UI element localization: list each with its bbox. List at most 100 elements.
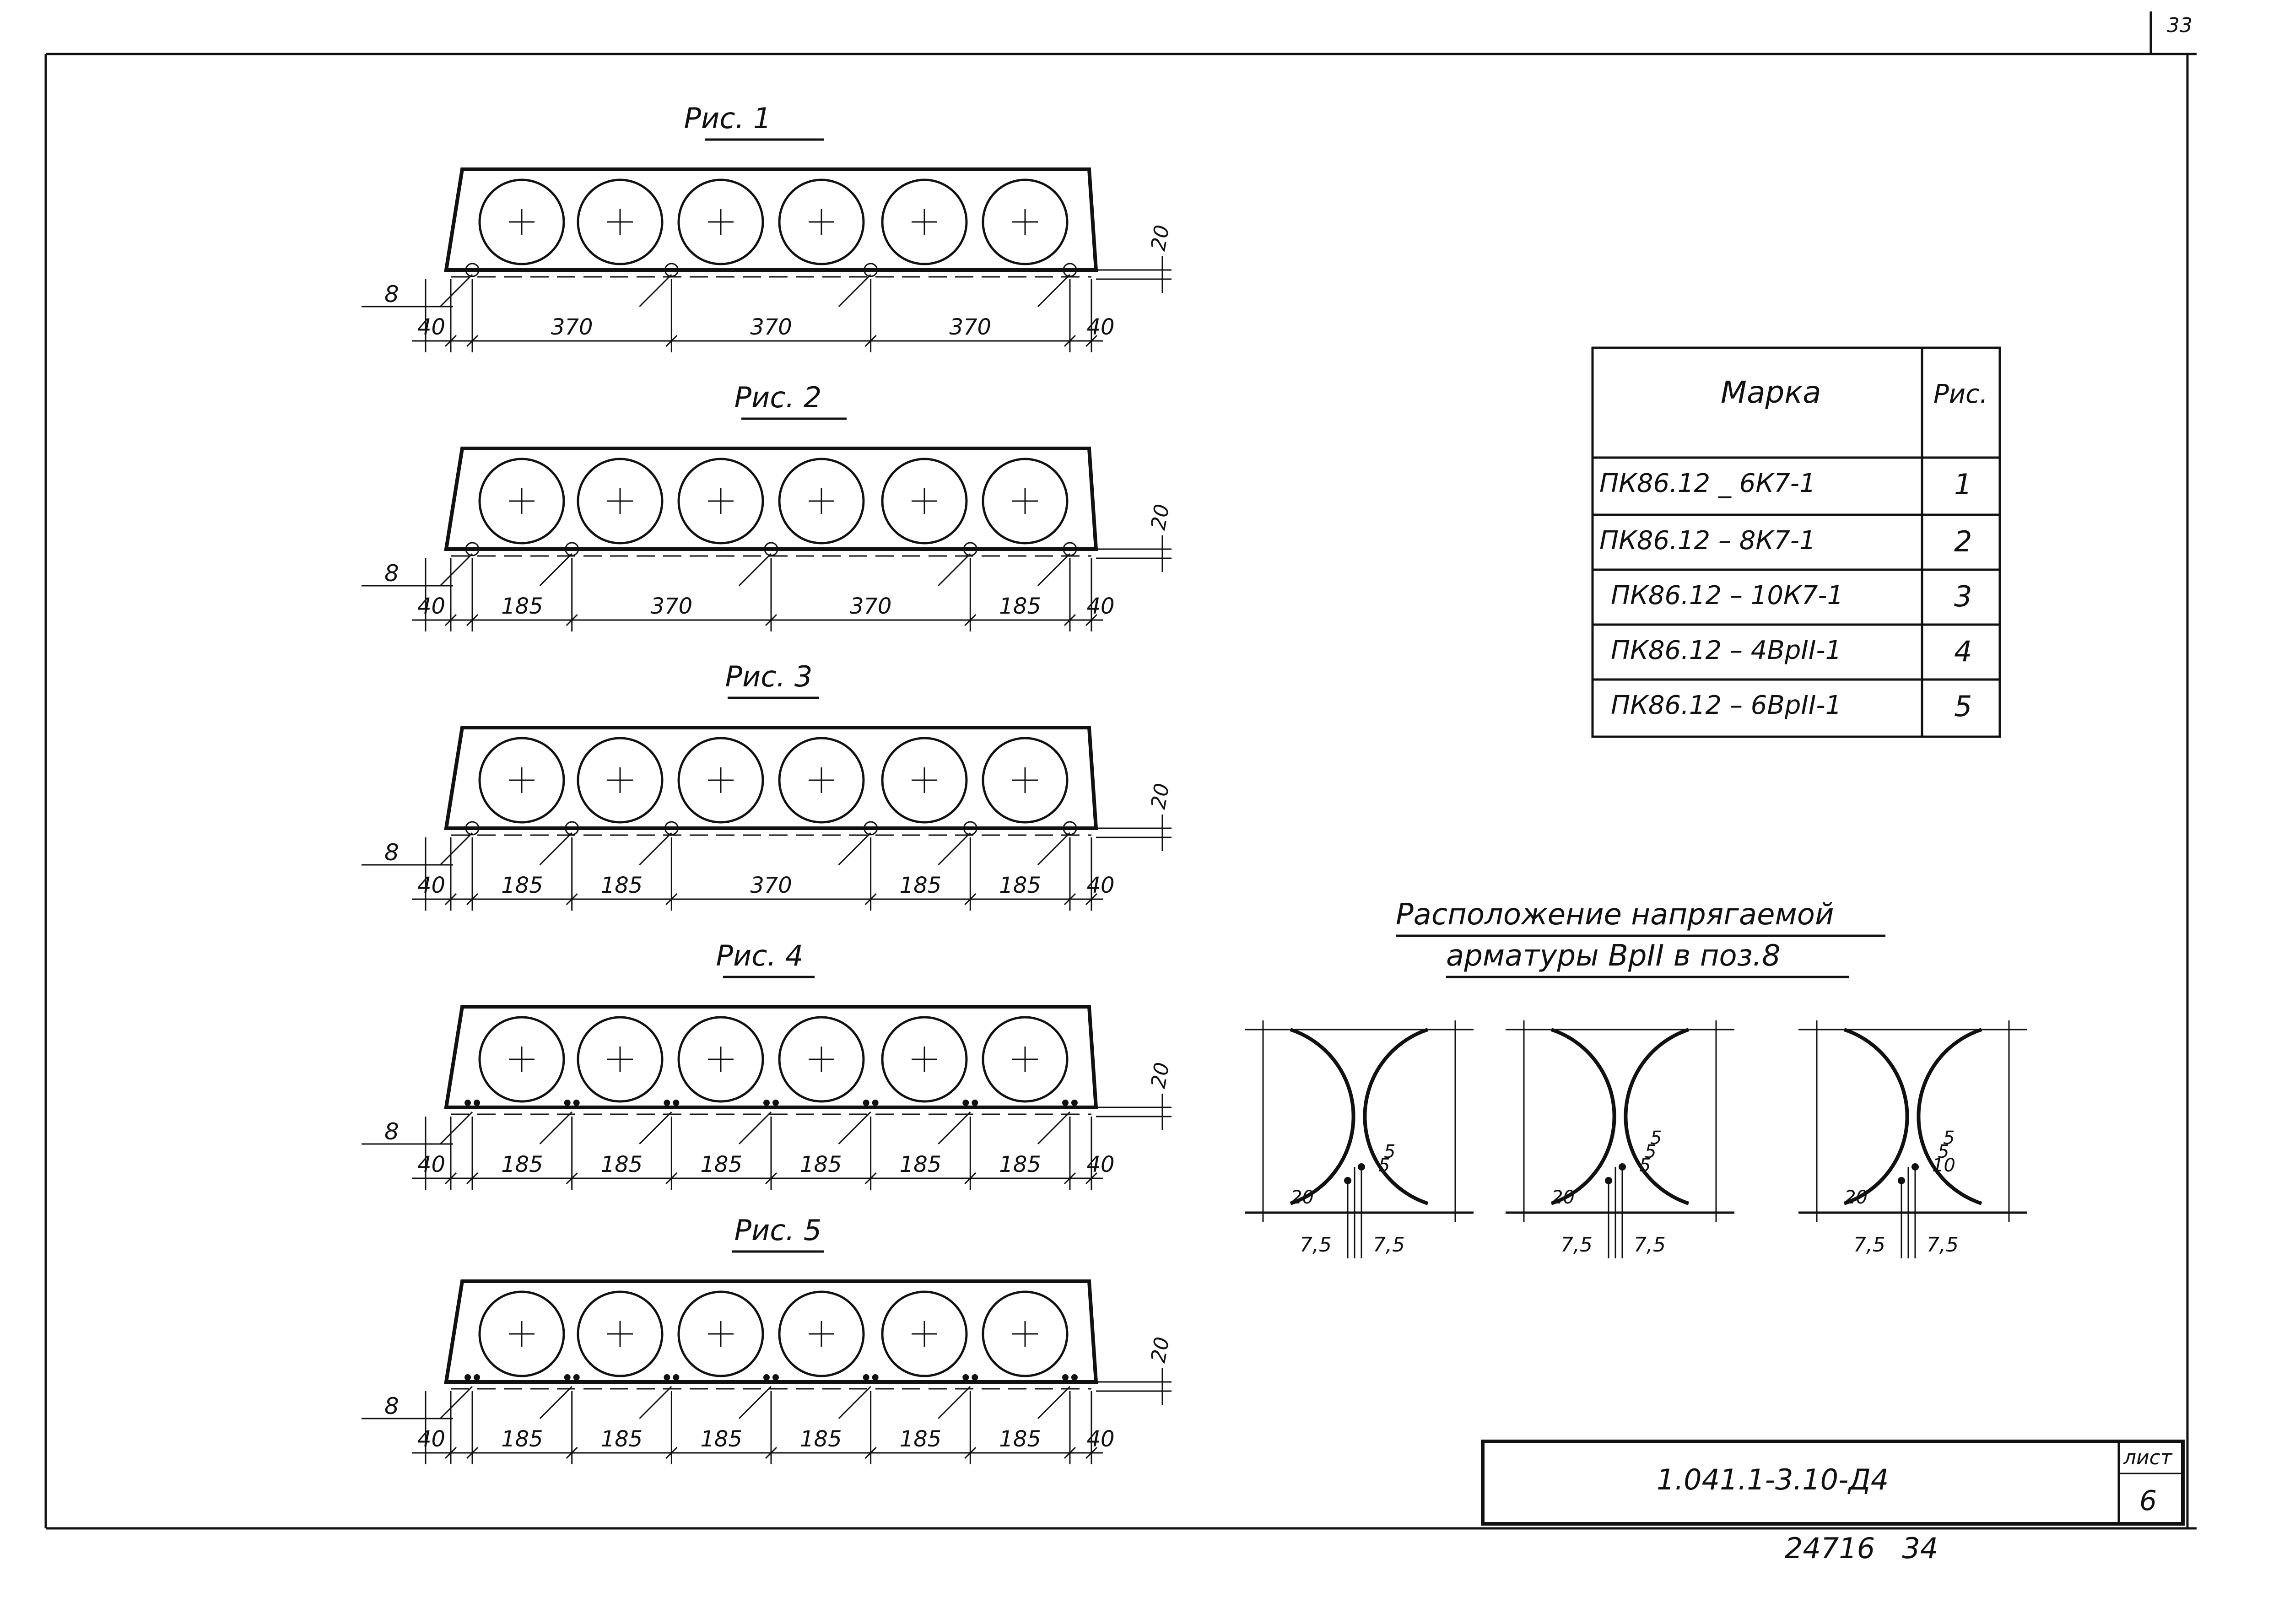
detail-label: 5 (1938, 1141, 1949, 1162)
dimension-label: 185 (501, 1152, 543, 1177)
hollow-core (982, 458, 1069, 545)
rebar (864, 263, 878, 277)
rebar-leader (439, 1111, 473, 1145)
dimension-tick (444, 1172, 457, 1185)
detail-label: 7,5 (1300, 1233, 1332, 1257)
rebar-leader (738, 1111, 772, 1145)
figure-title: Рис. 5 (734, 1214, 822, 1247)
dimension-label: 370 (850, 593, 892, 619)
mark-table: Марка Рис. ПК86.12 _ 6К7-1 1 ПК86.12 – 8… (1591, 346, 2001, 738)
dimension-label: 185 (900, 1152, 942, 1177)
table-header-mark: Марка (1721, 375, 1821, 410)
dimension-tick (566, 1172, 578, 1185)
dimension-tick (1085, 335, 1098, 347)
hollow-core (982, 178, 1069, 265)
rebar-wire (573, 1374, 580, 1381)
rebar-wire (673, 1100, 680, 1106)
detail-label: 20 (1290, 1187, 1314, 1208)
rebar-leader (439, 274, 473, 308)
dimension-tick (1064, 614, 1076, 626)
hollow-core (677, 1290, 764, 1377)
detail-label: 7,5 (1853, 1233, 1885, 1257)
stamp-sheet-label: лист (2123, 1446, 2173, 1469)
dimension-label: 185 (601, 1426, 643, 1452)
rebar-leader (439, 1386, 473, 1419)
hollow-core (478, 1016, 565, 1103)
hollow-core (881, 737, 968, 824)
hollow-core (778, 1016, 865, 1103)
detail-void-right (1363, 1028, 1429, 1205)
rebar-leader (539, 1386, 572, 1419)
detail-label: 5 (1650, 1128, 1662, 1149)
dimension-label: 185 (501, 1426, 543, 1452)
rebar-leader (938, 1111, 971, 1145)
detail-label: 5 (1384, 1141, 1395, 1162)
dimension-tick (1064, 893, 1076, 906)
dimension-tick (566, 893, 578, 906)
rebar-wire (972, 1374, 978, 1381)
stamp-sheet-number: 6 (2139, 1485, 2157, 1517)
detail-void-right (1917, 1028, 1982, 1205)
cover-label: 20 (1147, 223, 1174, 253)
table-row-mark: ПК86.12 – 6ВрII-1 (1611, 691, 1841, 720)
rebar-leader (1037, 832, 1071, 866)
rebar-leader (639, 1111, 672, 1145)
dimension-label: 370 (651, 593, 693, 619)
dimension-label: 40 (1086, 314, 1114, 340)
dimension-label: 40 (1086, 593, 1114, 619)
rebar-leader (539, 832, 572, 866)
dimension-label: 40 (417, 314, 445, 340)
position-label: 8 (384, 281, 399, 308)
rebar-wire (564, 1100, 571, 1106)
dimension-tick (1064, 1446, 1076, 1459)
rebar-leader (838, 832, 871, 866)
dimension-tick (444, 614, 457, 626)
hollow-core (577, 178, 664, 265)
dimension-label: 40 (417, 873, 445, 898)
rebar-wire (772, 1374, 779, 1381)
dimension-label: 370 (949, 314, 991, 340)
rebar-leader (539, 1111, 572, 1145)
rebar-wire (1071, 1374, 1078, 1381)
hollow-core (677, 178, 764, 265)
dimension-label: 40 (417, 1152, 445, 1177)
dimension-tick (444, 335, 457, 347)
dimension-label: 185 (900, 873, 942, 898)
hollow-core (982, 1290, 1069, 1377)
dimension-tick (444, 893, 457, 906)
dimension-label: 185 (999, 593, 1041, 619)
rebar-leader (1037, 274, 1071, 308)
dimension-tick (765, 1446, 778, 1459)
dimension-tick (466, 1446, 479, 1459)
rebar (465, 542, 480, 556)
hollow-core (577, 458, 664, 545)
dimension-tick (1085, 893, 1098, 906)
detail-label: 20 (1551, 1187, 1575, 1208)
rebar-wire (464, 1100, 471, 1106)
dimension-tick (864, 1446, 877, 1459)
detail-void-left (1290, 1028, 1355, 1205)
hollow-core (778, 1290, 865, 1377)
dimension-label: 370 (750, 873, 792, 898)
dimension-tick (864, 335, 877, 347)
hollow-core (778, 458, 865, 545)
rebar (465, 821, 480, 836)
figure-title: Рис. 2 (734, 381, 822, 414)
table-row-mark: ПК86.12 _ 6К7-1 (1599, 469, 1816, 498)
rebar-leader (639, 832, 672, 866)
dimension-label: 185 (700, 1152, 742, 1177)
hollow-core (478, 178, 565, 265)
detail-label: 5 (1645, 1141, 1656, 1162)
rebar-wire (464, 1374, 471, 1381)
table-row-fig: 5 (1954, 690, 1972, 723)
table-row-mark: ПК86.12 – 10К7-1 (1611, 581, 1843, 610)
rebar-wire (962, 1374, 969, 1381)
hollow-core (677, 737, 764, 824)
dimension-label: 40 (1086, 873, 1114, 898)
stamp-code: 1.041.1-3.10-Д4 (1657, 1463, 1889, 1496)
dimension-tick (466, 335, 479, 347)
